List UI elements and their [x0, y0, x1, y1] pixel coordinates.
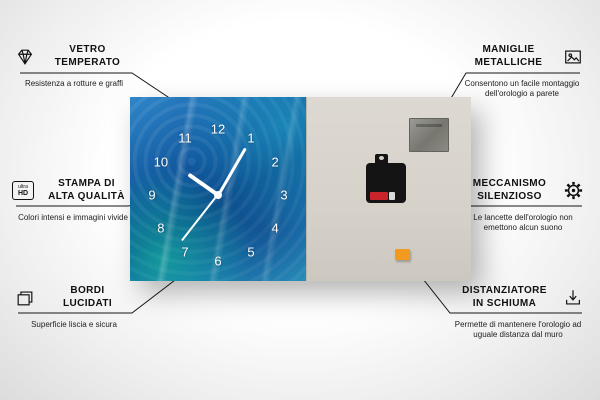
callout-subtitle: Colori intensi e immagini vivide — [18, 213, 128, 222]
layers-edge-icon — [14, 287, 36, 309]
clock-number: 8 — [157, 220, 165, 236]
callout-stampa-alta-qualita: ultra HD STAMPA DI ALTA QUALITÀ Colori i… — [12, 178, 134, 223]
callout-title: ALTA QUALITÀ — [48, 190, 125, 202]
spacer-arrow-icon — [562, 287, 584, 309]
callout-title: TEMPERATO — [54, 56, 121, 68]
battery — [370, 192, 388, 200]
callout-vetro-temperato: VETRO TEMPERATO Resistenza a rotture e g… — [14, 44, 134, 89]
ultra-hd-icon-text: HD — [17, 189, 29, 197]
clock-number: 4 — [271, 220, 279, 236]
callout-title: METALLICHE — [474, 56, 543, 68]
callout-title: DISTANZIATORE — [462, 285, 547, 296]
metal-hanger-plate — [409, 118, 449, 152]
picture-frame-icon — [562, 46, 584, 68]
callout-maniglie-metalliche: MANIGLIE METALLICHE Consentono un facile… — [460, 44, 584, 100]
clock-back — [306, 97, 471, 281]
clock-number: 10 — [153, 154, 169, 170]
second-hand — [181, 194, 219, 242]
clock-number: 1 — [247, 130, 255, 146]
clock-number: 3 — [280, 187, 288, 203]
callout-title: STAMPA DI — [58, 178, 115, 189]
foam-spacer — [395, 249, 410, 260]
clock-number: 5 — [247, 244, 255, 260]
callout-bordi-lucidati: BORDI LUCIDATI Superficie liscia e sicur… — [14, 285, 134, 330]
callout-subtitle: Permette di mantenere l'orologio ad ugua… — [454, 320, 582, 340]
callout-distanziatore-schiuma: DISTANZIATORE IN SCHIUMA Permette di man… — [452, 285, 584, 341]
callout-title: MANIGLIE — [482, 44, 535, 55]
callout-title: IN SCHIUMA — [472, 297, 537, 309]
clock-number: 2 — [271, 154, 279, 170]
gear-icon — [562, 180, 584, 202]
clock-number: 11 — [178, 130, 192, 146]
callout-title: VETRO — [69, 44, 106, 55]
battery-cap — [389, 192, 395, 200]
minute-hand — [216, 147, 247, 196]
clock-center-cap — [214, 191, 222, 199]
callout-subtitle: Superficie liscia e sicura — [31, 320, 117, 329]
clock-number: 6 — [214, 253, 222, 269]
callout-meccanismo-silenzioso: MECCANISMO SILENZIOSO Le lancette dell'o… — [462, 178, 584, 234]
clock-number: 9 — [148, 187, 156, 203]
callout-subtitle: Consentono un facile montaggio dell'orol… — [464, 79, 580, 99]
clock-mechanism — [366, 154, 406, 203]
callout-subtitle: Resistenza a rotture e graffi — [24, 79, 124, 88]
diamond-icon — [14, 46, 36, 68]
ultra-hd-icon-text: ultra — [18, 183, 28, 190]
clock-number: 12 — [210, 121, 226, 137]
callout-subtitle: Le lancette dell'orologio non emettono a… — [473, 213, 573, 233]
callout-title: LUCIDATI — [62, 297, 113, 309]
mechanism-hook — [375, 154, 388, 164]
clock-number: 7 — [181, 244, 189, 260]
ultra-hd-icon: ultra HD — [12, 180, 34, 202]
callout-title: MECCANISMO — [472, 178, 547, 189]
callout-title: SILENZIOSO — [477, 190, 542, 202]
callout-title: BORDI — [70, 285, 105, 296]
